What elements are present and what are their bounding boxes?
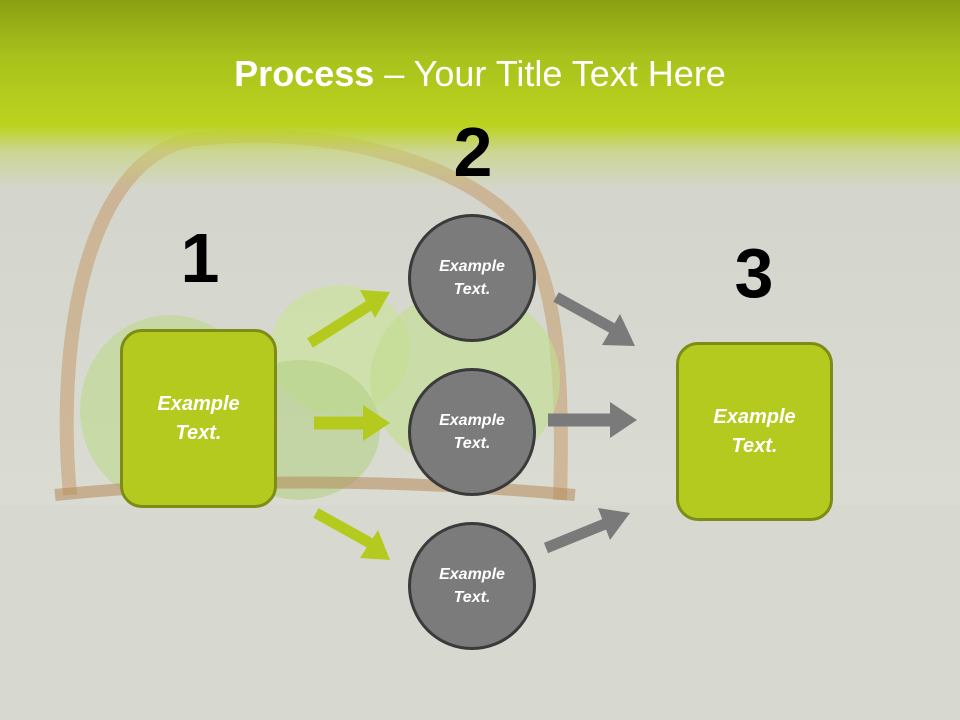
step-number-1: 1	[180, 219, 220, 297]
arrow-1-to-bottom	[313, 508, 390, 560]
title-bold: Process	[234, 53, 375, 94]
step-2-circle-bottom: Example Text.	[408, 522, 536, 650]
arrow-1-to-middle	[314, 405, 390, 441]
arrow-1-to-top	[307, 290, 390, 348]
title-rest: – Your Title Text Here	[374, 53, 726, 94]
circle-bottom-text: Example Text.	[439, 566, 505, 606]
slide-title: Process – Your Title Text Here	[0, 52, 960, 96]
step-number-2: 2	[453, 113, 493, 191]
step-3-box: Example Text.	[676, 342, 833, 521]
step-2-circle-middle: Example Text.	[408, 368, 536, 496]
step-2-circle-top: Example Text.	[408, 214, 536, 342]
arrow-middle-to-3	[548, 402, 637, 438]
arrow-top-to-3	[553, 292, 635, 346]
step-number-3: 3	[734, 234, 774, 312]
header-band	[0, 0, 960, 190]
step-1-box: Example Text.	[120, 329, 277, 508]
step-3-text: Example Text.	[713, 405, 796, 457]
step-1-text: Example Text.	[157, 392, 240, 444]
arrow-bottom-to-3	[543, 508, 630, 554]
circle-middle-text: Example Text.	[439, 412, 505, 452]
circle-top-text: Example Text.	[439, 258, 505, 298]
